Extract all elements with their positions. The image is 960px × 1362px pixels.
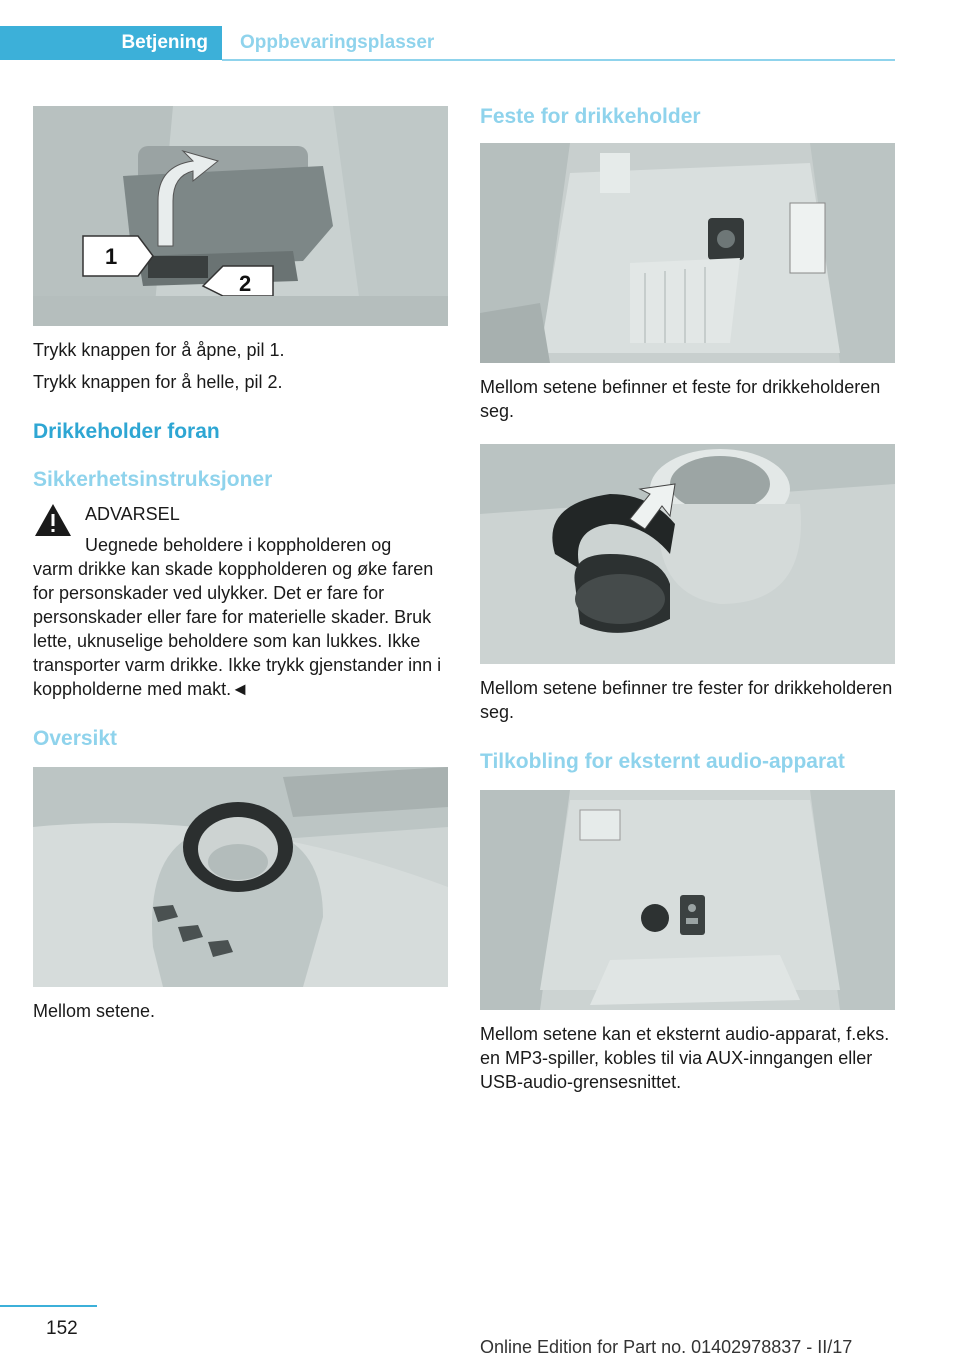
overview-caption: Mellom setene. [33,1001,156,1021]
footer-rule [0,1305,97,1307]
figure-caption-open: Trykk knappen for å åpne, pil 1. [33,340,285,360]
audio-figure [480,790,895,1010]
heading-cupholder-front: Drikkeholder foran [33,420,220,443]
warning-triangle-icon [35,504,71,536]
warning-title: ADVARSEL [85,504,180,524]
figure-caption-tilt: Trykk knappen for å helle, pil 2. [33,372,283,392]
audio-caption: Mellom setene kan et eksternt audio-appa… [480,1024,890,1092]
section-tab: Betjening [0,26,222,60]
page-header: Betjening Oppbevaringsplasser [0,26,895,61]
callout-1: 1 [105,244,117,269]
insert-caption: Mellom setene befinner tre fester for dr… [480,678,893,722]
arrow-icon [629,483,676,530]
left-column: 1 2 Trykk knappen for å åpne, pil 1. Try… [33,106,448,1023]
heading-audio: Tilkobling for eksternt audio-apparat [480,750,845,773]
heading-safety: Sikkerhetsinstruksjoner [33,468,273,491]
heading-overview: Oversikt [33,727,118,750]
callout-2: 2 [239,271,251,296]
warning-text: varm drikke kan skade koppholderen og øk… [33,559,442,699]
callout-arrow-1 [82,235,154,277]
right-column: Feste for drikkeholder Mellom setene bef… [480,100,895,1094]
edition-note: Online Edition for Part no. 01402978837 … [480,1337,853,1357]
header-rule [222,59,895,61]
armrest-figure: 1 2 [33,106,448,326]
mount-caption: Mellom setene befinner et feste for drik… [480,377,881,421]
mount-figure [480,143,895,363]
heading-cupholder-mount: Feste for drikkeholder [480,105,701,128]
warning-block: ADVARSEL Uegnede beholdere i koppholdere… [33,502,448,701]
page-number: 152 [46,1318,78,1339]
callout-arrow-2 [201,265,274,297]
warning-text-first: Uegnede beholdere i koppholderen og [85,535,392,555]
overview-figure [33,767,448,987]
subsection-tab: Oppbevaringsplasser [240,32,435,53]
cupholder-insert-figure [480,444,895,664]
